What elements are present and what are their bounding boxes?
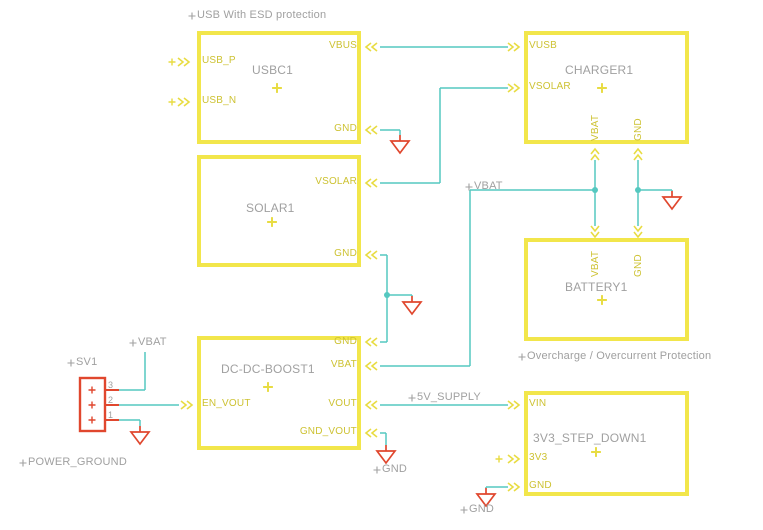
component-charger1[interactable] [524, 31, 689, 144]
net-label-gnd-3v3: GND [469, 503, 495, 515]
pin-chevron-icons [177, 42, 643, 492]
pin-charger1-gnd: GND [633, 118, 644, 141]
component-name-stepdown1: 3V3_STEP_DOWN1 [533, 431, 647, 445]
ground-symbol-icons [130, 134, 682, 507]
component-solar1[interactable] [197, 155, 361, 267]
pin-charger1-vbat: VBAT [590, 114, 601, 141]
junction-dot [592, 187, 598, 193]
net-label-vbat-sv1: VBAT [138, 336, 167, 348]
junction-dot [384, 292, 390, 298]
comment-overcharge: Overcharge / Overcurrent Protection [527, 350, 712, 362]
component-battery1[interactable] [524, 238, 689, 341]
net-label-5v-supply: 5V_SUPPLY [417, 391, 481, 403]
pin-boost1-vbat: VBAT [330, 359, 357, 370]
pin-battery1-vbat: VBAT [590, 250, 601, 277]
component-name-battery1: BATTERY1 [565, 280, 628, 294]
net-label-gnd-boost: GND [382, 463, 408, 475]
pin-usbc1-usb-n: USB_N [202, 95, 237, 106]
component-boost1[interactable] [197, 336, 361, 450]
component-name-solar1: SOLAR1 [246, 201, 295, 215]
pin-usbc1-vbus: VBUS [328, 40, 357, 51]
pin-charger1-vsolar: VSOLAR [529, 81, 571, 92]
pin-stepdown1-gnd: GND [529, 480, 552, 491]
pin-stepdown1-vin: VIN [529, 398, 547, 409]
component-name-boost1: DC-DC-BOOST1 [221, 362, 315, 376]
pin-charger1-vusb: VUSB [529, 40, 558, 51]
comment-power-ground: POWER_GROUND [28, 456, 127, 468]
component-stepdown1[interactable] [524, 391, 689, 496]
component-name-usbc1: USBC1 [252, 63, 294, 77]
pin-boost1-gnd-vout: GND_VOUT [299, 426, 357, 437]
connector-sv1-name: SV1 [76, 356, 98, 368]
pin-solar1-gnd: GND [334, 248, 357, 259]
pin-usbc1-gnd: GND [334, 123, 357, 134]
net-wires[interactable] [119, 46, 673, 488]
pin-usbc1-usb-p: USB_P [202, 55, 236, 66]
pin-boost1-en-vout: EN_VOUT [202, 398, 251, 409]
pin-boost1-vout: VOUT [328, 398, 357, 409]
sv1-pin-number-2: 2 [108, 395, 114, 405]
sv1-pin-number-1: 1 [108, 410, 114, 420]
net-label-vbat-mid: VBAT [474, 180, 503, 192]
comment-usb-esd: USB With ESD protection [197, 9, 327, 21]
component-name-charger1: CHARGER1 [565, 63, 634, 77]
pin-boost1-gnd: GND [334, 336, 357, 347]
pin-battery1-gnd: GND [633, 254, 644, 277]
connector-sv1[interactable] [78, 376, 119, 433]
pin-stepdown1-3v3: 3V3 [529, 452, 548, 463]
sv1-pin-number-3: 3 [108, 380, 114, 390]
junction-dot [635, 187, 641, 193]
component-usbc1[interactable] [197, 31, 361, 144]
pin-solar1-vsolar: VSOLAR [315, 176, 357, 187]
